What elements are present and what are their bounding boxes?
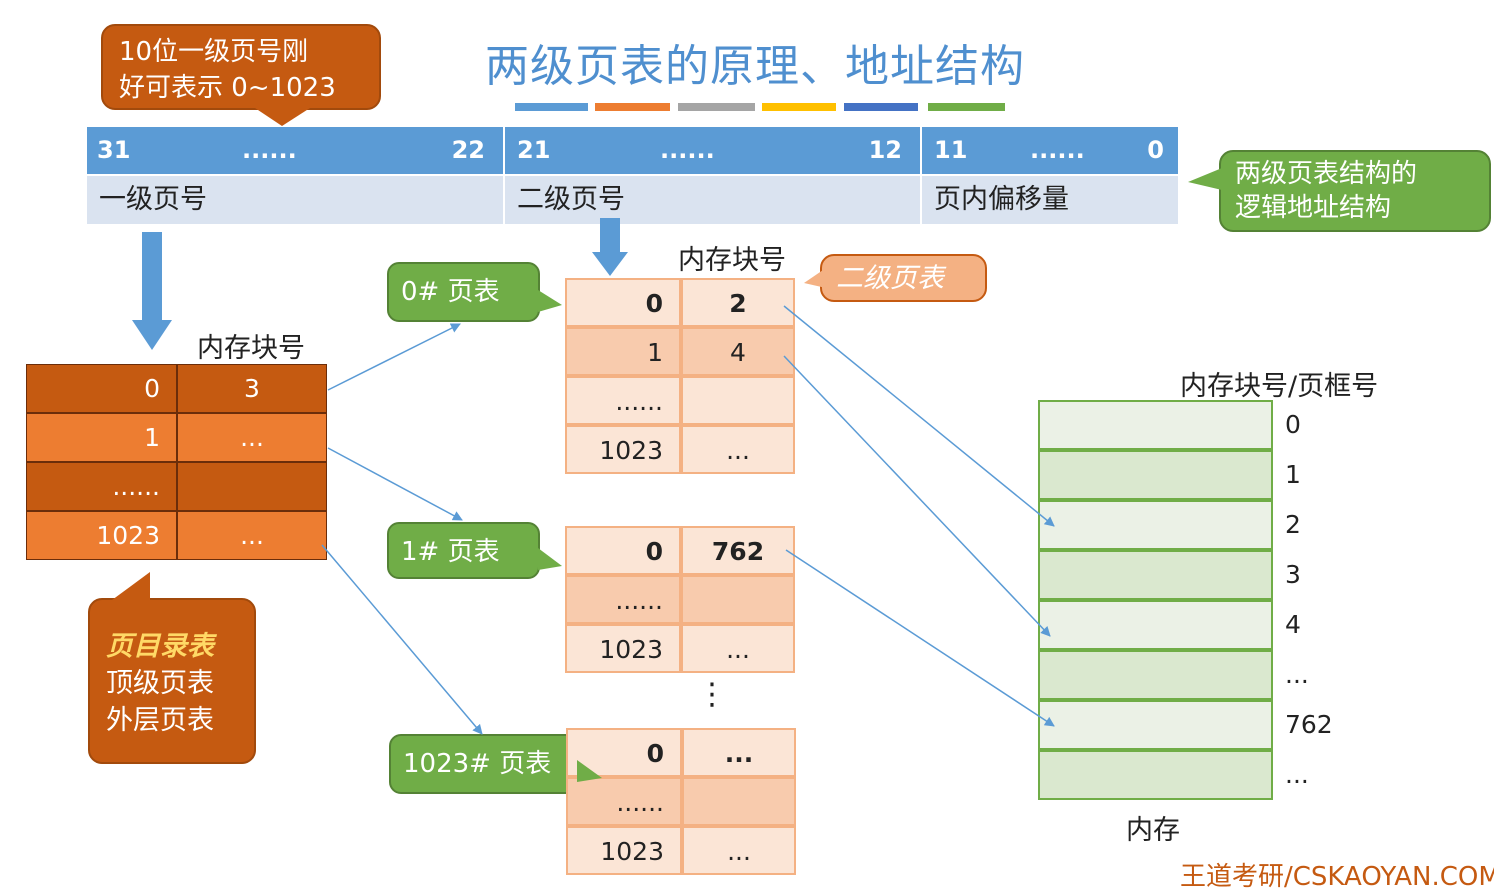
dir-value-cell: ... bbox=[177, 413, 327, 462]
field-page-offset: 页内偏移量 bbox=[922, 176, 1178, 224]
memory-frame-label: 1 bbox=[1285, 460, 1301, 489]
pt1-index-cell: 0 bbox=[565, 526, 681, 575]
field-level1-page-number: 一级页号 bbox=[87, 176, 503, 224]
memory-frame bbox=[1038, 650, 1273, 700]
memory-frame bbox=[1038, 400, 1273, 450]
callout-line: 顶级页表 bbox=[106, 668, 214, 699]
callout-level1-range: 10位一级页号刚 好可表示 0~1023 bbox=[101, 24, 381, 110]
pt0-header: 内存块号 bbox=[678, 245, 786, 276]
pt1-index-cell: 1023 bbox=[565, 624, 681, 673]
callout-logical-structure: 两级页表结构的 逻辑地址结构 bbox=[1219, 150, 1491, 232]
callout-line: 外层页表 bbox=[106, 705, 214, 736]
title-swatch-blue bbox=[515, 103, 588, 111]
down-arrow-icon bbox=[592, 218, 628, 276]
address-bits-level1: 31 ...... 22 bbox=[87, 127, 503, 174]
dir-index-cell: 0 bbox=[26, 364, 177, 413]
callout-tail bbox=[804, 268, 826, 288]
bit-dots: ...... bbox=[242, 136, 297, 164]
address-bits-offset: 11 ...... 0 bbox=[922, 127, 1178, 174]
pt0-value-cell: 2 bbox=[681, 278, 795, 327]
dir-value-cell: ... bbox=[177, 511, 327, 560]
pt0-index-cell: ...... bbox=[565, 376, 681, 425]
callout-second-level: 二级页表 bbox=[820, 254, 987, 302]
title-swatch-green bbox=[928, 103, 1005, 111]
address-bits-level2: 21 ...... 12 bbox=[505, 127, 920, 174]
memory-frame-label: 4 bbox=[1285, 610, 1301, 639]
pointer-dir0-pt0 bbox=[327, 323, 461, 391]
pt1023-value-cell: ... bbox=[682, 826, 796, 875]
dir-header: 内存块号 bbox=[197, 333, 305, 364]
memory-frame bbox=[1038, 550, 1273, 600]
pt1023-value-cell: ... bbox=[682, 728, 796, 777]
bit-low: 0 bbox=[1147, 136, 1164, 164]
connector-layer bbox=[112, 108, 1222, 782]
memory-frame bbox=[1038, 500, 1273, 550]
dir-index-cell: ...... bbox=[26, 462, 177, 511]
dir-value-cell bbox=[177, 462, 327, 511]
callout-tail bbox=[538, 548, 562, 570]
title-swatch-darkblue bbox=[844, 103, 918, 111]
pt0-value-cell: 4 bbox=[681, 327, 795, 376]
bit-low: 22 bbox=[451, 136, 485, 164]
memory-frame-label: ... bbox=[1285, 760, 1309, 789]
memory-frame-label: 2 bbox=[1285, 510, 1301, 539]
memory-frame-label: 762 bbox=[1285, 710, 1333, 739]
pointer-dir1023-pt1023 bbox=[321, 544, 483, 735]
vertical-ellipsis: ⋮ bbox=[697, 677, 727, 712]
pointer-dir1-pt1 bbox=[327, 447, 463, 521]
bit-dots: ...... bbox=[660, 136, 715, 164]
bit-high: 31 bbox=[97, 136, 131, 164]
memory-label: 内存 bbox=[1126, 815, 1180, 846]
dir-index-cell: 1 bbox=[26, 413, 177, 462]
callout-tail bbox=[255, 108, 310, 126]
callout-line: 10位一级页号刚 bbox=[119, 37, 309, 67]
pt0-index-cell: 0 bbox=[565, 278, 681, 327]
callout-line: 好可表示 0~1023 bbox=[119, 73, 336, 103]
callout-line: 页目录表 bbox=[106, 631, 214, 662]
memory-frame bbox=[1038, 750, 1273, 800]
dir-value-cell: 3 bbox=[177, 364, 327, 413]
pt1023-value-cell bbox=[682, 777, 796, 826]
callout-tail bbox=[577, 760, 602, 782]
callout-pt1: 1# 页表 bbox=[387, 522, 540, 579]
pt0-index-cell: 1 bbox=[565, 327, 681, 376]
callout-directory: 页目录表 顶级页表 外层页表 bbox=[88, 598, 256, 764]
callout-line: 两级页表结构的 bbox=[1235, 159, 1418, 189]
callout-tail bbox=[1188, 168, 1222, 190]
callout-line: 逻辑地址结构 bbox=[1235, 193, 1392, 223]
pt1-value-cell bbox=[681, 575, 795, 624]
title-swatch-yellow bbox=[762, 103, 836, 111]
memory-header: 内存块号/页框号 bbox=[1180, 371, 1379, 402]
memory-frame-label: 0 bbox=[1285, 410, 1301, 439]
page-title: 两级页表的原理、地址结构 bbox=[485, 41, 1025, 92]
pointer-pt1-frame762 bbox=[785, 549, 1055, 727]
bit-high: 11 bbox=[934, 136, 968, 164]
title-swatch-orange bbox=[595, 103, 670, 111]
memory-frame-label: ... bbox=[1285, 660, 1309, 689]
down-arrow-icon bbox=[132, 232, 172, 350]
pointer-pt0-frame2 bbox=[783, 305, 1055, 527]
pt1-index-cell: ...... bbox=[565, 575, 681, 624]
dir-index-cell: 1023 bbox=[26, 511, 177, 560]
bit-low: 12 bbox=[868, 136, 902, 164]
pt0-value-cell: ... bbox=[681, 425, 795, 474]
callout-tail bbox=[112, 572, 150, 600]
callout-pt1023: 1023# 页表 bbox=[389, 734, 579, 794]
pt1023-index-cell: 1023 bbox=[566, 826, 682, 875]
memory-frame bbox=[1038, 700, 1273, 750]
field-level2-page-number: 二级页号 bbox=[505, 176, 920, 224]
title-swatch-gray bbox=[678, 103, 755, 111]
bit-dots: ...... bbox=[1030, 136, 1085, 164]
pt0-value-cell bbox=[681, 376, 795, 425]
memory-frame-label: 3 bbox=[1285, 560, 1301, 589]
bit-high: 21 bbox=[517, 136, 551, 164]
callout-pt0: 0# 页表 bbox=[387, 262, 540, 322]
memory-frame bbox=[1038, 450, 1273, 500]
pointer-pt0-frame4 bbox=[783, 355, 1051, 637]
pt0-index-cell: 1023 bbox=[565, 425, 681, 474]
callout-tail bbox=[538, 290, 562, 312]
pt1-value-cell: ... bbox=[681, 624, 795, 673]
pt1023-index-cell: ...... bbox=[566, 777, 682, 826]
pt1-value-cell: 762 bbox=[681, 526, 795, 575]
